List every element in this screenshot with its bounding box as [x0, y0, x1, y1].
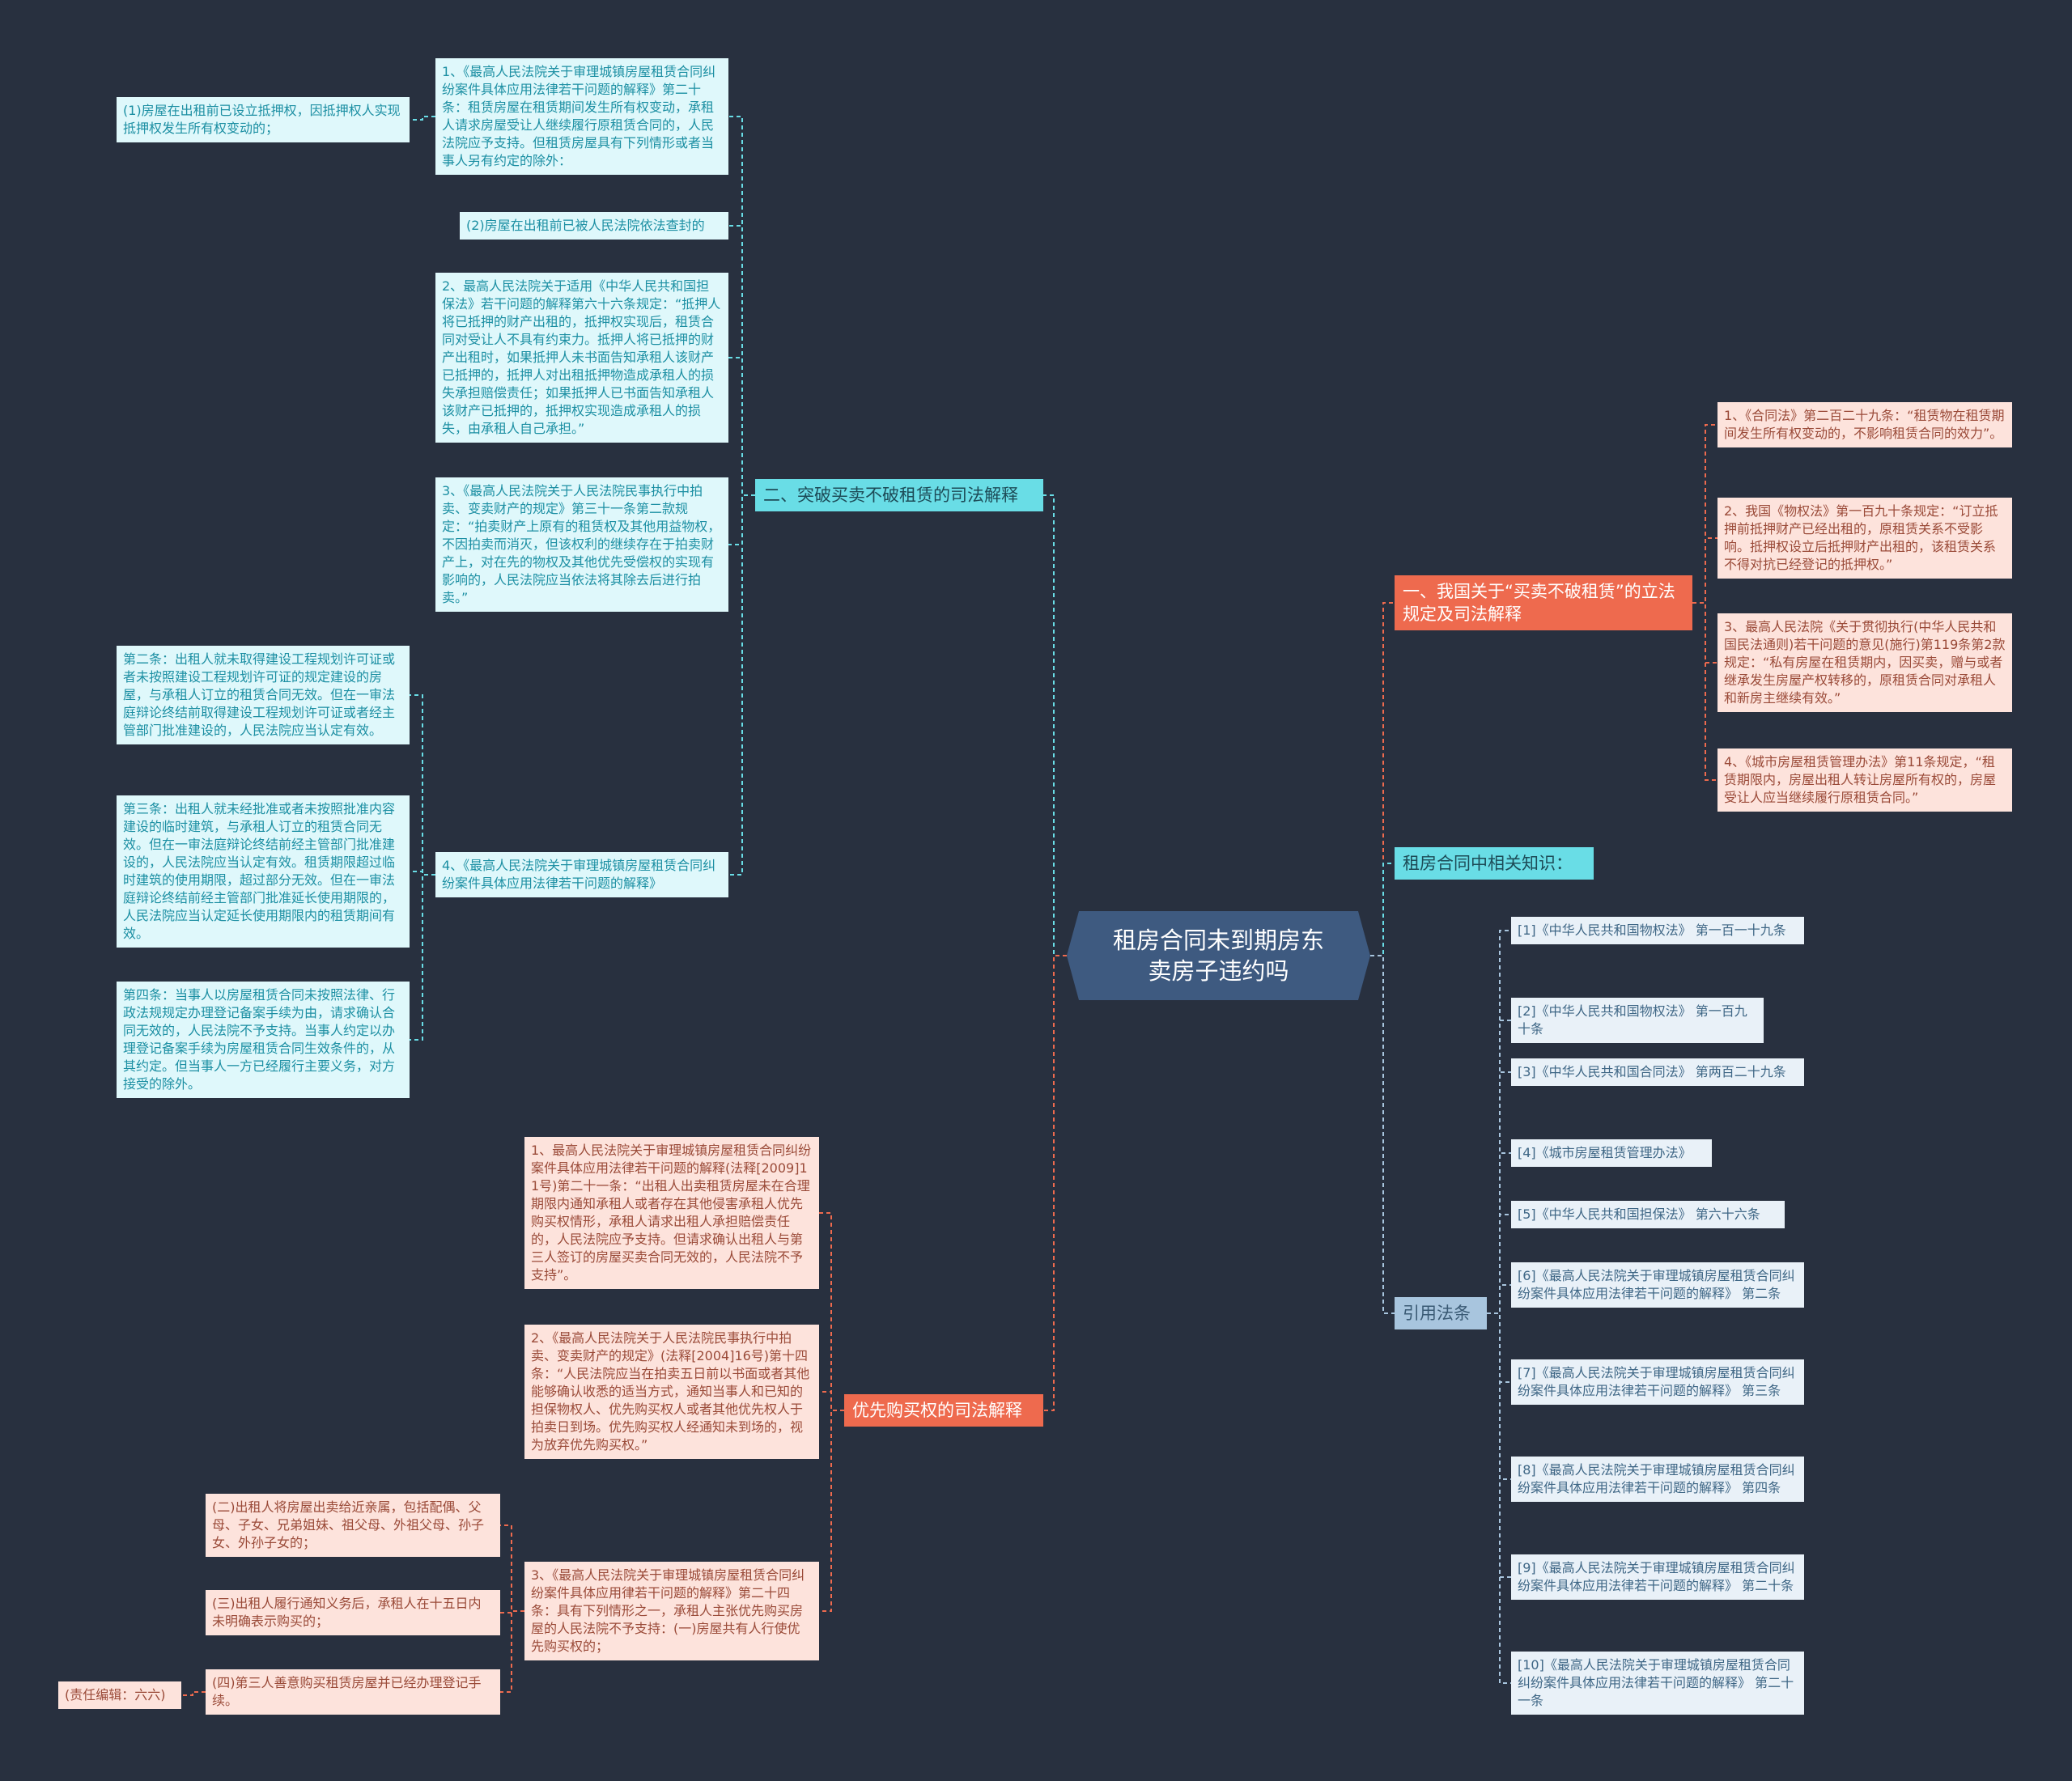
root-node-link-0 [1370, 863, 1395, 956]
citation-5[interactable]: [5]《中华人民共和国担保法》 第六十六条 [1511, 1201, 1785, 1228]
branch-citations-link-3 [1487, 1152, 1511, 1314]
citation-10[interactable]: [10]《最高人民法院关于审理城镇房屋租赁合同纠纷案件具体应用法律若干问题的解释… [1511, 1652, 1804, 1715]
branch-citations-link-1 [1487, 1020, 1511, 1314]
root-label: 租房合同未到期房东卖房子违约吗 [1112, 927, 1324, 985]
leaf-sale-2[interactable]: (2)房屋在出租前已被人民法院依法查封的 [460, 212, 728, 240]
root-node-link-0 [1043, 955, 1067, 1411]
citation-9[interactable]: [9]《最高人民法院关于审理城镇房屋租赁合同纠纷案件具体应用法律若干问题的解释》… [1511, 1554, 1804, 1600]
leaf-sale-3[interactable]: 2、最高人民法院关于适用《中华人民共和国担保法》若干问题的解释第六十六条规定：“… [435, 273, 728, 443]
leaf-sale-1-sub[interactable]: (1)房屋在出租前已设立抵押权，因抵押权人实现抵押权发生所有权变动的； [117, 97, 410, 142]
leaf-preemption-3-sub-3[interactable]: (四)第三人善意购买租赁房屋并已经办理登记手续。 [206, 1669, 500, 1715]
leaf-preemption-2[interactable]: 2、《最高人民法院关于人民法院民事执行中拍卖、变卖财产的规定》(法释[2004]… [524, 1325, 819, 1459]
branch-sale-not-break-lease-link-2 [728, 357, 755, 496]
citation-3[interactable]: [3]《中华人民共和国合同法》 第两百二十九条 [1511, 1058, 1804, 1086]
root-node-link-0 [1370, 955, 1395, 1314]
citation-1[interactable]: [1]《中华人民共和国物权法》 第一百一十九条 [1511, 917, 1804, 944]
citation-4[interactable]: [4]《城市房屋租赁管理办法》 [1511, 1139, 1712, 1167]
branch-citations-link-4 [1487, 1214, 1511, 1314]
leaf-preemption-3-sub-3-link-0 [181, 1691, 206, 1696]
leaf-preemption-1[interactable]: 1、最高人民法院关于审理城镇房屋租赁合同纠纷案件具体应用法律若干问题的解释(法释… [524, 1137, 819, 1289]
leaf-sale-5-sub-1[interactable]: 第二条：出租人就未取得建设工程规划许可证或者未按照建设工程规划许可证的规定建设的… [117, 646, 410, 744]
leaf-preemption-3-link-0 [500, 1524, 524, 1612]
leaf-sale-5-link-0 [410, 694, 435, 876]
leaf-sale-5-link-1 [410, 871, 435, 876]
branch-sale-not-break-lease-link-0 [728, 116, 755, 496]
branch-legislation-link-3 [1692, 602, 1717, 781]
branch-citations-link-5 [1487, 1284, 1511, 1314]
leaf-preemption-3-sub-1[interactable]: (二)出租人将房屋出卖给近亲属，包括配偶、父母、子女、兄弟姐妹、祖父母、外祖父母… [206, 1494, 500, 1557]
root-node[interactable]: 租房合同未到期房东卖房子违约吗 [1067, 911, 1370, 1000]
leaf-preemption-3-link-2 [500, 1610, 524, 1693]
branch-preemption-link-0 [819, 1212, 844, 1411]
citation-2[interactable]: [2]《中华人民共和国物权法》 第一百九十条 [1511, 998, 1764, 1043]
leaf-preemption-3-sub-2[interactable]: (三)出租人履行通知义务后，承租人在十五日内未明确表示购买的； [206, 1590, 500, 1635]
leaf-legislation-1[interactable]: 1、《合同法》第二百二十九条：“租赁物在租赁期间发生所有权变动的，不影响租赁合同… [1717, 402, 2012, 447]
citation-7[interactable]: [7]《最高人民法院关于审理城镇房屋租赁合同纠纷案件具体应用法律若干问题的解释》… [1511, 1359, 1804, 1405]
branch-sale-not-break-lease[interactable]: 二、突破买卖不破租赁的司法解释 [755, 479, 1043, 511]
leaf-sale-4[interactable]: 3、《最高人民法院关于人民法院民事执行中拍卖、变卖财产的规定》第三十一条第二款规… [435, 477, 728, 612]
branch-legislation[interactable]: 一、我国关于“买卖不破租赁”的立法规定及司法解释 [1395, 575, 1692, 630]
branch-preemption-link-2 [819, 1410, 844, 1612]
branch-citations-link-9 [1487, 1312, 1511, 1684]
root-node-link-0 [1043, 494, 1067, 956]
leaf-sale-5-sub-2[interactable]: 第三条：出租人就未经批准或者未按照批准内容建设的临时建筑，与承租人订立的租赁合同… [117, 795, 410, 948]
branch-preemption[interactable]: 优先购买权的司法解释 [844, 1394, 1043, 1427]
branch-legislation-link-0 [1692, 424, 1717, 604]
leaf-sale-1-link-0 [410, 116, 435, 121]
leaf-preemption-3[interactable]: 3、《最高人民法院关于审理城镇房屋租赁合同纠纷案件具体应用律若干问题的解释》第二… [524, 1562, 819, 1660]
leaf-legislation-4[interactable]: 4、《城市房屋租赁管理办法》第11条规定，“租赁期限内，房屋出租人转让房屋所有权… [1717, 748, 2012, 812]
leaf-sale-5-link-2 [410, 874, 435, 1041]
citation-6[interactable]: [6]《最高人民法院关于审理城镇房屋租赁合同纠纷案件具体应用法律若干问题的解释》… [1511, 1262, 1804, 1308]
leaf-sale-1[interactable]: 1、《最高人民法院关于审理城镇房屋租赁合同纠纷案件具体应用法律若干问题的解释》第… [435, 58, 728, 175]
leaf-sale-5[interactable]: 4、《最高人民法院关于审理城镇房屋租赁合同纠纷案件具体应用法律若干问题的解释》 [435, 852, 728, 897]
branch-citations[interactable]: 引用法条 [1395, 1297, 1487, 1329]
branch-sale-not-break-lease-link-4 [728, 494, 755, 876]
branch-preemption-link-1 [819, 1391, 844, 1411]
leaf-preemption-3-link-1 [500, 1610, 524, 1614]
branch-knowledge[interactable]: 租房合同中相关知识： [1395, 847, 1594, 880]
citation-8[interactable]: [8]《最高人民法院关于审理城镇房屋租赁合同纠纷案件具体应用法律若干问题的解释》… [1511, 1457, 1804, 1502]
leaf-legislation-3[interactable]: 3、最高人民法院《关于贯彻执行(中华人民共和国民法通则)若干问题的意见(施行)第… [1717, 613, 2012, 712]
leaf-sale-5-sub-3[interactable]: 第四条：当事人以房屋租赁合同未按照法律、行政法规规定办理登记备案手续为由，请求确… [117, 982, 410, 1098]
branch-legislation-link-1 [1692, 537, 1717, 604]
leaf-legislation-2[interactable]: 2、我国《物权法》第一百九十条规定：“订立抵押前抵押财产已经出租的，原租赁关系不… [1717, 498, 2012, 579]
editor-note: (责任编辑：六六) [58, 1681, 181, 1709]
root-node-link-0 [1370, 602, 1395, 956]
